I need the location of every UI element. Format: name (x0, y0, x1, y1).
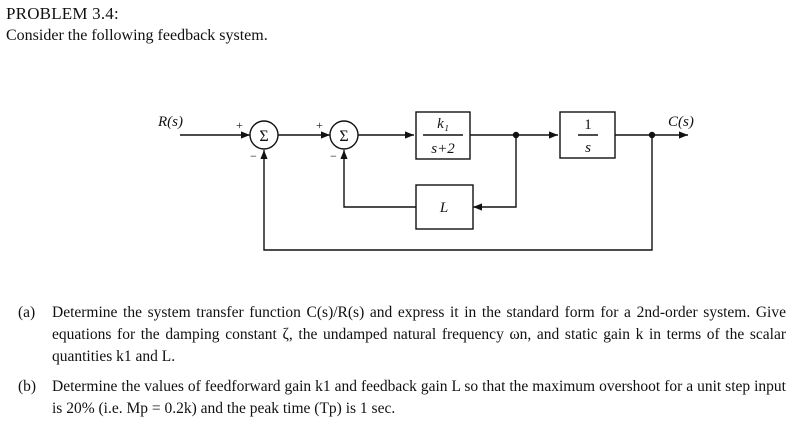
integrator-block (559, 111, 616, 159)
sum2-symbol: Σ (339, 128, 348, 145)
summing-junction-2 (329, 120, 359, 150)
inner-branch-point (512, 131, 520, 139)
input-label: R(s) (157, 114, 183, 130)
sum1-plus-sign: + (236, 118, 243, 132)
part-label: (a) (18, 304, 36, 321)
sum1-symbol: Σ (259, 128, 268, 145)
sum2-minus-sign: − (330, 149, 337, 163)
part-b: (b) Determine the values of feedforward … (16, 376, 786, 420)
forward-block-numerator: k₁ (437, 116, 449, 132)
outer-branch-point (648, 131, 656, 139)
forward-block (415, 111, 471, 160)
sum2-plus-sign: + (316, 118, 323, 132)
part-text: Determine the system transfer function C… (52, 304, 786, 365)
inner-feedback-line (473, 135, 517, 211)
integrator-numerator: 1 (584, 117, 592, 133)
part-label: (b) (18, 378, 37, 395)
block-diagram: R(s) C(s) Σ Σ + − + − k₁ s+2 1 s L (157, 111, 694, 251)
problem-intro: Consider the following feedback system. (6, 27, 268, 44)
output-label: C(s) (668, 114, 694, 130)
part-a: (a) Determine the system transfer functi… (16, 302, 786, 368)
sum1-minus-sign: − (250, 149, 257, 163)
part-text: Determine the values of feedforward gain… (52, 378, 786, 417)
outer-feedback-line (260, 135, 653, 251)
problem-parts: (a) Determine the system transfer functi… (16, 302, 786, 428)
feedback-block-label: L (439, 200, 448, 216)
feedback-block-L (415, 184, 474, 230)
problem-title: PROBLEM 3.4: (6, 4, 119, 23)
integrator-denominator: s (585, 140, 591, 156)
summing-junction-1 (249, 120, 279, 150)
forward-block-denominator: s+2 (431, 141, 455, 157)
inner-feedback-return-line (340, 150, 416, 208)
